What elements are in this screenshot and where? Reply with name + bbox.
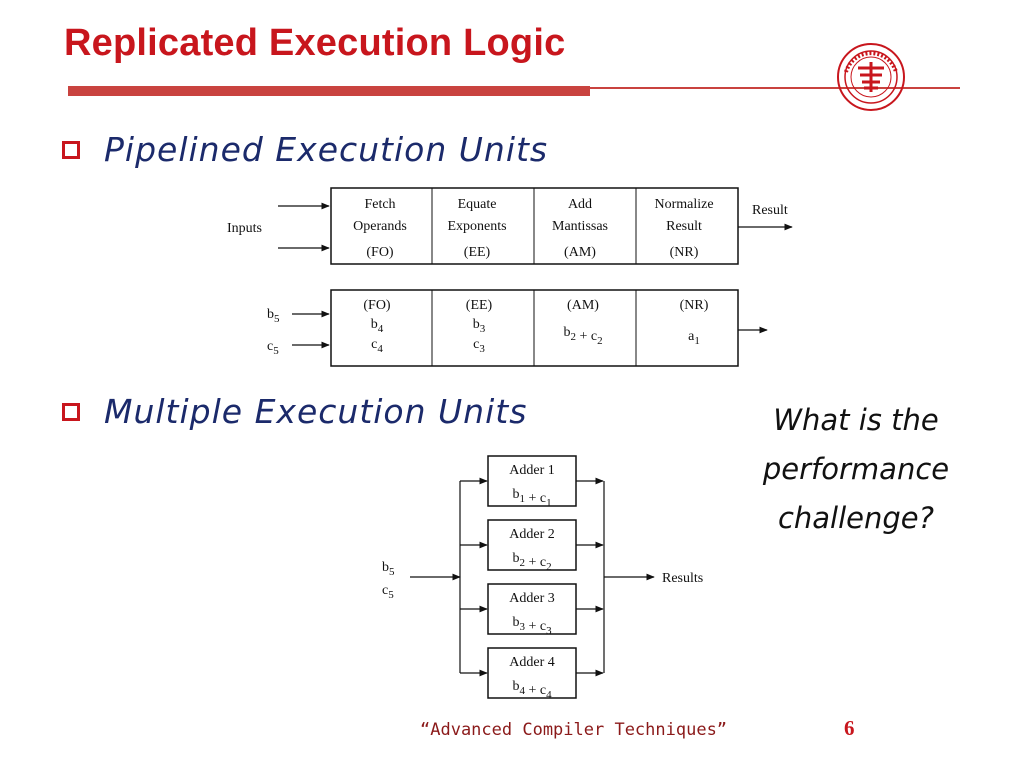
bullet-multiple-text: Multiple Execution Units (104, 392, 528, 431)
stage-1-line2: Operands (353, 219, 407, 234)
inflight-item-c3: c3 (473, 337, 485, 355)
stage-4-abbr: (NR) (670, 245, 699, 260)
pipeline-inflight-diagram: (FO) b4 c4 (EE) b3 c3 (AM) b2 + c2 (NR) … (267, 289, 768, 367)
stage-2-abbr: (EE) (464, 245, 491, 260)
adder-1-name: Adder 1 (509, 463, 555, 478)
stage-3-line1: Add (568, 197, 592, 212)
bullet-square-icon (62, 402, 80, 421)
result-label: Result (752, 203, 788, 218)
adder-4-op: b4 + c4 (512, 679, 552, 701)
title-underline-thin (590, 87, 960, 89)
inflight-item-a1: a1 (688, 329, 700, 347)
bullet-multiple: Multiple Execution Units (62, 392, 527, 431)
question-line: What is the (773, 403, 939, 437)
adder-box-2 (487, 519, 577, 571)
adder-box-3 (487, 583, 577, 635)
university-seal-logo (837, 43, 905, 111)
stage-3-line2: Mantissas (552, 219, 608, 234)
page-number: 6 (844, 716, 855, 740)
bullet-pipelined: Pipelined Execution Units (62, 130, 548, 169)
inflight-item-c4: c4 (371, 337, 383, 355)
stage-1-line1: Fetch (364, 197, 395, 212)
inflight-abbr-1: (FO) (363, 298, 391, 313)
inflight-input-c5: c5 (267, 339, 279, 357)
bullet-pipelined-text: Pipelined Execution Units (104, 130, 549, 169)
adder-2-op: b2 + c2 (512, 551, 551, 573)
multi-input-c5: c5 (382, 583, 394, 601)
stage-1-abbr: (FO) (366, 245, 394, 260)
footer-course-title: “Advanced Compiler Techniques” (420, 720, 728, 740)
stage-4-line1: Normalize (654, 197, 713, 212)
adder-2-name: Adder 2 (509, 527, 555, 542)
title-underline-thick (68, 86, 590, 96)
stage-2-line1: Equate (458, 197, 497, 212)
adder-box-1 (487, 455, 577, 507)
inflight-abbr-2: (EE) (466, 298, 493, 313)
inflight-input-b5: b5 (267, 307, 280, 325)
multiple-units-diagram: b5 c5 Adder 1 b1 + c1 Adder 2 b2 + c2 Ad… (382, 455, 703, 701)
inflight-item-b2c2: b2 + c2 (563, 325, 602, 347)
inflight-abbr-4: (NR) (680, 298, 709, 313)
inputs-label: Inputs (227, 221, 262, 236)
question-line: challenge? (777, 501, 935, 535)
bullet-square-icon (62, 140, 80, 159)
slide-title: Replicated Execution Logic (64, 22, 566, 64)
inflight-item-b3: b3 (473, 317, 486, 335)
pipeline-stage-diagram: Fetch Operands (FO) Equate Exponents (EE… (227, 187, 793, 265)
adder-3-name: Adder 3 (509, 591, 555, 606)
inflight-item-b4: b4 (371, 317, 384, 335)
inflight-abbr-3: (AM) (567, 298, 599, 313)
adder-box-4 (487, 647, 577, 699)
results-label: Results (662, 571, 703, 586)
question-line: performance (762, 452, 950, 486)
stage-4-line2: Result (666, 219, 702, 234)
stage-3-abbr: (AM) (564, 245, 596, 260)
multi-input-b5: b5 (382, 560, 395, 578)
adder-4-name: Adder 4 (509, 655, 555, 670)
performance-question: What is the performance challenge? (728, 396, 984, 543)
stage-2-line2: Exponents (447, 219, 506, 234)
adder-3-op: b3 + c3 (512, 615, 552, 637)
adder-1-op: b1 + c1 (512, 487, 551, 509)
